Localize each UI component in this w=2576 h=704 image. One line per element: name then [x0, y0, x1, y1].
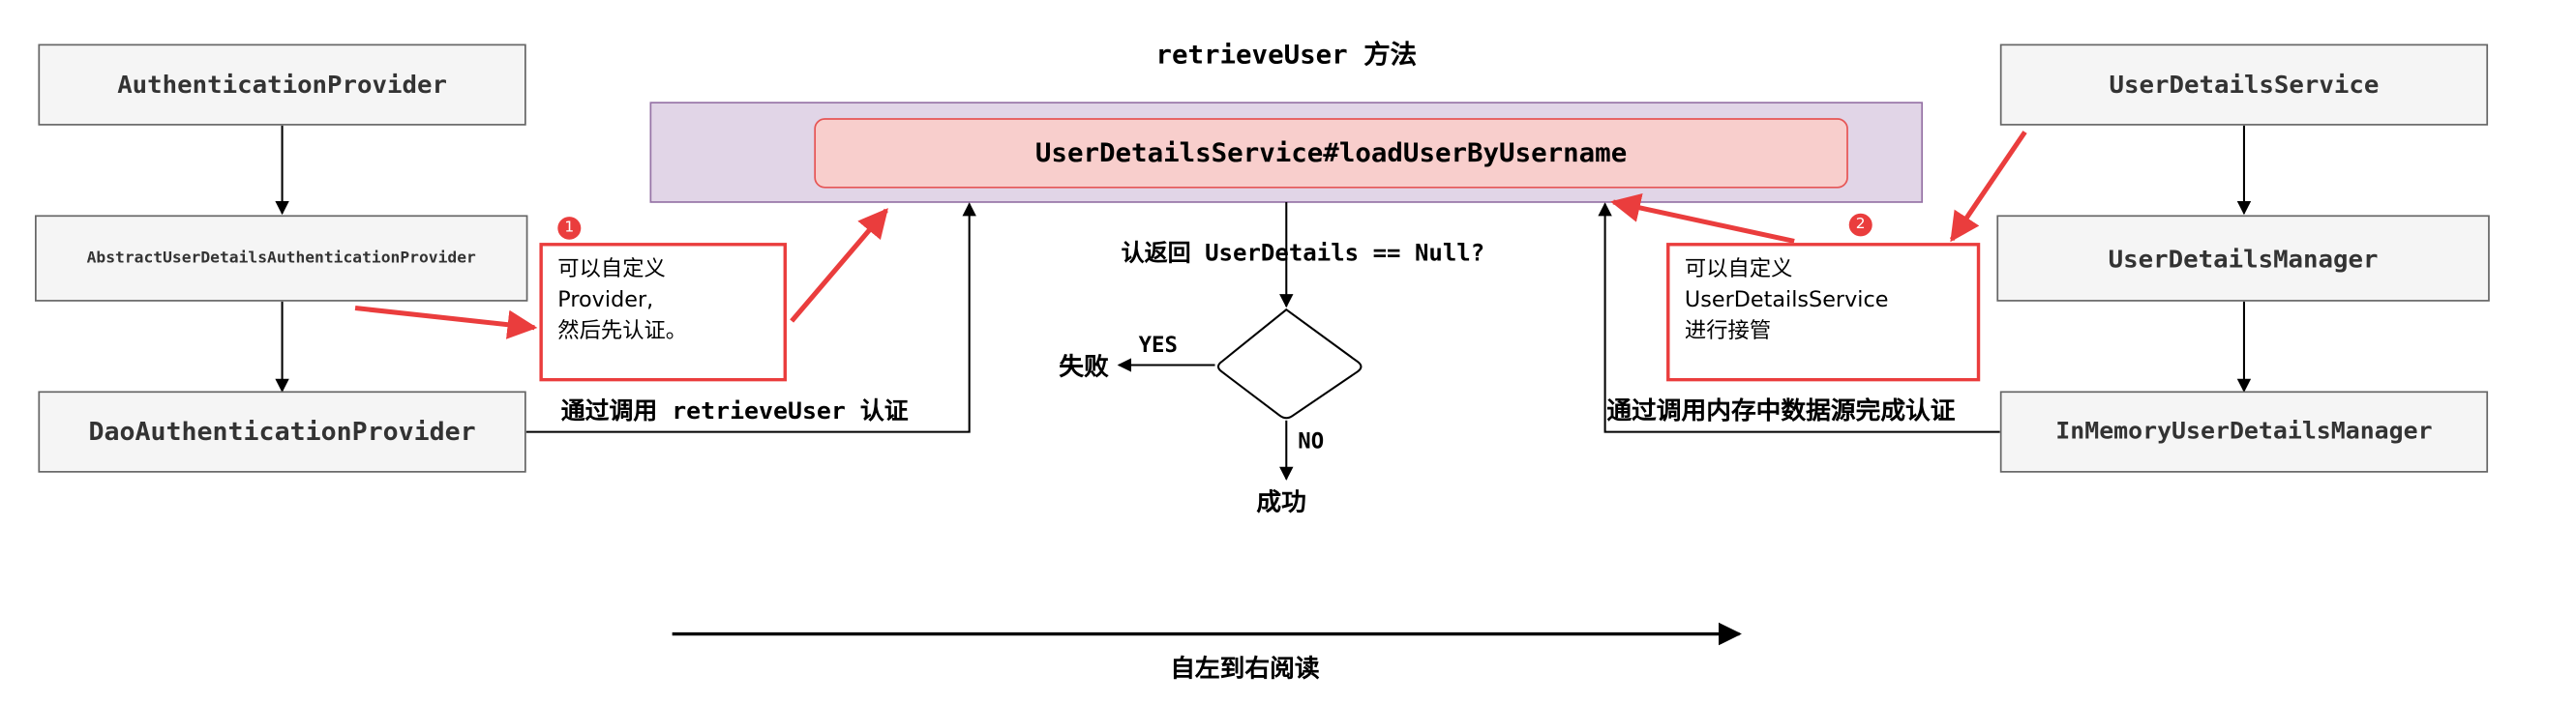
- note1-line-2: Provider,: [557, 288, 654, 313]
- note1-line-3: 然后先认证。: [557, 319, 688, 344]
- callout-arrow-abstract-to-note1: [354, 305, 538, 339]
- callout-arrow-service-to-note2: [1949, 131, 2027, 243]
- note2-line-1: 可以自定义: [1684, 257, 1793, 282]
- decision-diamond: [1216, 308, 1363, 420]
- note-custom-provider: 可以自定义 Provider, 然后先认证。: [539, 243, 788, 382]
- dao-authentication-provider-box: DaoAuthenticationProvider: [38, 391, 526, 473]
- user-details-manager-box: UserDetailsManager: [1996, 215, 2490, 302]
- no-result: 成功: [1256, 486, 1306, 517]
- note-custom-user-details-service: 可以自定义 UserDetailsService 进行接管: [1666, 243, 1981, 382]
- decision-question: 认返回 UserDetails == Null?: [1121, 241, 1485, 268]
- arrow-inmemory-to-method: [1598, 202, 2000, 433]
- authentication-provider-box: AuthenticationProvider: [38, 44, 526, 126]
- note1-badge: 1: [557, 217, 582, 240]
- note1-line-1: 可以自定义: [557, 257, 666, 282]
- callout-arrow-note1-to-method: [790, 208, 888, 323]
- method-label: UserDetailsService#loadUserByUsername: [1034, 136, 1628, 168]
- note2-line-2: UserDetailsService: [1684, 288, 1889, 313]
- arrow-dao-to-method: [525, 202, 976, 433]
- reading-direction-label: 自左到右阅读: [1170, 653, 1320, 684]
- user-details-service-box: UserDetailsService: [1999, 44, 2489, 126]
- inmemory-user-details-manager-box: InMemoryUserDetailsManager: [1999, 391, 2489, 473]
- diagram-title: retrieveUser 方法: [1155, 39, 1418, 71]
- method-box: [814, 118, 1848, 189]
- note2-badge: 2: [1848, 213, 1872, 237]
- left-edge-label: 通过调用 retrieveUser 认证: [560, 398, 909, 425]
- callout-arrow-note2-to-method: [1610, 193, 1795, 244]
- yes-label: YES: [1138, 334, 1178, 359]
- abstract-user-details-provider-box: AbstractUserDetailsAuthenticationProvide…: [35, 215, 528, 302]
- yes-result: 失败: [1059, 352, 1109, 382]
- right-edge-label: 通过调用内存中数据源完成认证: [1606, 396, 1956, 425]
- no-label: NO: [1298, 429, 1325, 455]
- note2-line-3: 进行接管: [1684, 319, 1772, 344]
